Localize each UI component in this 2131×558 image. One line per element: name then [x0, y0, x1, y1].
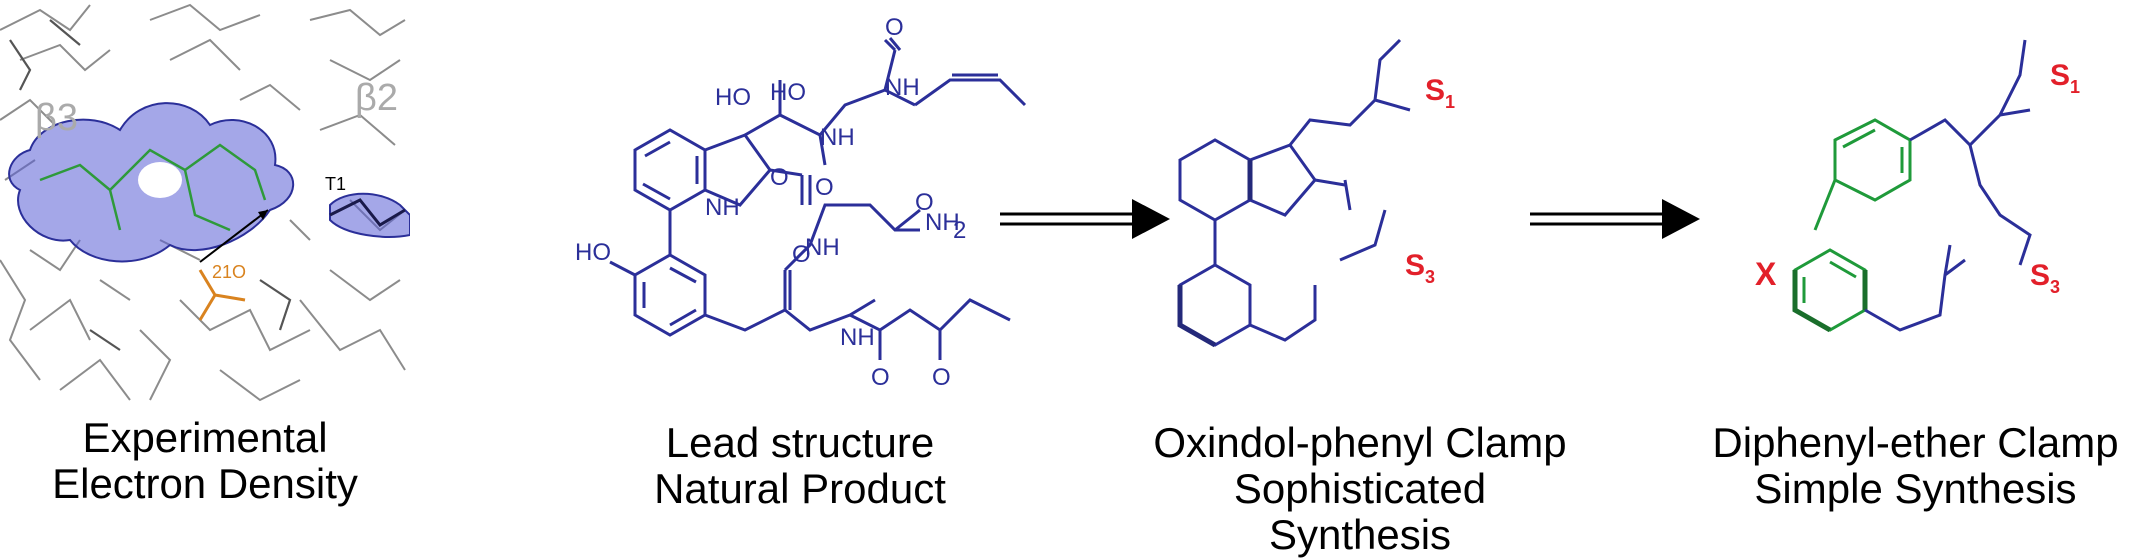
s3-subscript-ether: 3 — [2050, 277, 2060, 297]
caption-1-line-2: Electron Density — [52, 460, 358, 507]
lead-structure-molecule: HO HO HO O O O O O O O NH NH NH NH NH NH… — [575, 14, 1027, 391]
nh2-subscript: 2 — [953, 217, 966, 244]
s1-subscript-ether: 1 — [2070, 77, 2080, 97]
s1-label-ether: S — [2050, 59, 2070, 92]
s3-label: S — [1405, 249, 1425, 282]
ho-2: HO — [715, 84, 751, 111]
caption-4-line-2: Simple Synthesis — [1754, 465, 2077, 512]
o-4: O — [871, 364, 890, 391]
lead-structure-panel: HO HO HO O O O O O O O NH NH NH NH NH NH… — [540, 0, 1060, 512]
caption-2-line-2: Natural Product — [654, 465, 946, 512]
ether-labels: X S 1 S 3 — [1755, 59, 2080, 297]
arrow-2 — [1530, 199, 1700, 239]
s3-subscript: 3 — [1425, 267, 1435, 287]
caption-2: Lead structure Natural Product — [540, 420, 1060, 512]
s1-label: S — [1425, 74, 1445, 107]
caption-3-line-1: Oxindol-phenyl Clamp — [1153, 419, 1567, 466]
lead-bonds — [609, 37, 1027, 360]
o-1: O — [885, 14, 904, 41]
caption-1: Experimental Electron Density — [0, 415, 410, 507]
o-7: O — [770, 164, 789, 191]
s3-label-ether: S — [2030, 259, 2050, 292]
nh2-group: NH — [925, 209, 960, 236]
ether-blue-bonds — [1864, 39, 2032, 332]
ho-1: HO — [770, 79, 806, 106]
nh-2: NH — [820, 124, 855, 151]
o-5: O — [932, 364, 951, 391]
x-label: X — [1755, 256, 1777, 292]
nh-1: NH — [885, 74, 920, 101]
o-6: O — [915, 189, 934, 216]
oxindol-phenyl-molecule: S 1 S 3 — [1177, 38, 1455, 348]
beta3-label: β3 — [35, 97, 78, 139]
o-2: O — [815, 174, 834, 201]
caption-1-line-1: Experimental — [82, 414, 328, 461]
ho-3: HO — [575, 239, 611, 266]
s1-subscript: 1 — [1445, 92, 1455, 112]
o-3: O — [792, 241, 811, 268]
nh-3: NH — [705, 194, 740, 221]
caption-4: Diphenyl-ether Clamp Simple Synthesis — [1700, 420, 2131, 512]
oxindol-labels: S 1 S 3 — [1405, 74, 1455, 287]
nh-4: NH — [805, 234, 840, 261]
caption-2-line-1: Lead structure — [665, 419, 935, 466]
ether-green-bonds — [1793, 118, 1912, 332]
oxindol-phenyl-panel: S 1 S 3 Oxindol-phenyl Clamp Sophisticat… — [1140, 0, 1580, 558]
nh-5: NH — [840, 324, 875, 351]
oxindol-bonds — [1178, 38, 1411, 347]
lead-labels: HO HO HO O O O O O O O NH NH NH NH NH NH… — [575, 14, 966, 391]
diphenyl-ether-molecule: X S 1 S 3 — [1755, 39, 2080, 333]
caption-3-line-2: Sophisticated Synthesis — [1233, 465, 1487, 558]
o21-label: 21O — [212, 262, 246, 282]
electron-density-image: β3 β2 T1 21O — [0, 0, 411, 410]
t1-label: T1 — [325, 174, 346, 194]
diphenyl-ether-panel: X S 1 S 3 Diphenyl-ether Clamp Simple Sy… — [1700, 0, 2131, 512]
caption-4-line-1: Diphenyl-ether Clamp — [1712, 419, 2119, 466]
arrow-1 — [1000, 199, 1170, 239]
electron-density-panel: β3 β2 T1 21O Experimental Electron Densi… — [0, 0, 411, 507]
caption-3: Oxindol-phenyl Clamp Sophisticated Synth… — [1140, 420, 1580, 558]
beta2-label: β2 — [355, 77, 398, 119]
